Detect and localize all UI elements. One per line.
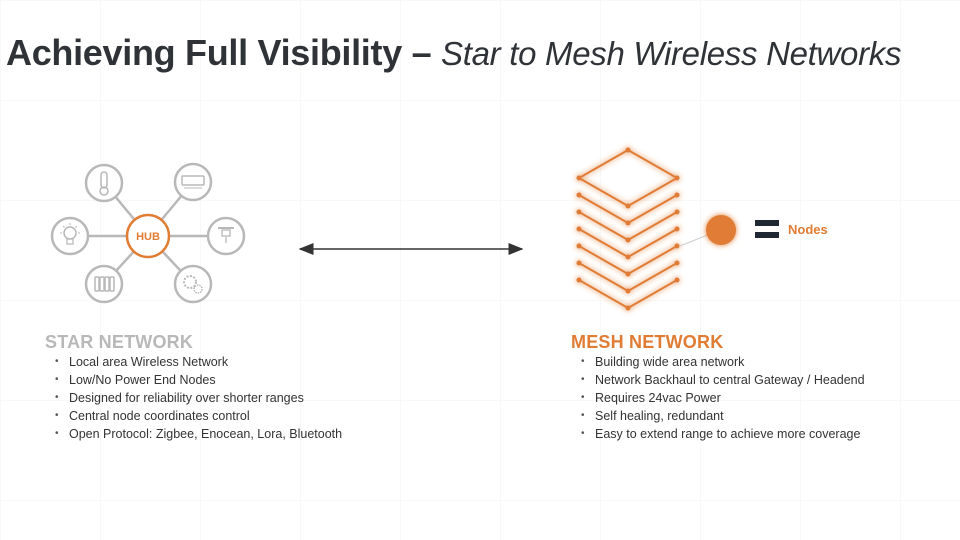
- lightbulb-icon: [50, 216, 90, 256]
- list-item: Local area Wireless Network: [55, 353, 342, 371]
- list-item: Low/No Power End Nodes: [55, 371, 342, 389]
- thermometer-icon: [84, 163, 124, 203]
- node-legend-dot: [706, 215, 736, 245]
- hub-label: HUB: [136, 231, 160, 243]
- radiator-icon: [84, 264, 124, 304]
- list-item: Network Backhaul to central Gateway / He…: [581, 371, 865, 389]
- list-item: Requires 24vac Power: [581, 389, 865, 407]
- slide-title: Achieving Full Visibility – Star to Mesh…: [6, 32, 902, 74]
- list-item: Easy to extend range to achieve more cov…: [581, 425, 865, 443]
- title-main: Achieving Full Visibility –: [6, 32, 432, 73]
- list-item: Open Protocol: Zigbee, Enocean, Lora, Bl…: [55, 425, 342, 443]
- list-item: Designed for reliability over shorter ra…: [55, 389, 342, 407]
- ceiling-light-icon: [206, 216, 246, 256]
- mesh-network-heading: MESH NETWORK: [571, 332, 724, 352]
- list-item: Building wide area network: [581, 353, 865, 371]
- ac-unit-icon: [173, 162, 213, 202]
- legend-pointer-line: [679, 233, 711, 247]
- mesh-network-bullets: Building wide area network Network Backh…: [581, 353, 865, 443]
- hub-node: HUB: [125, 213, 171, 259]
- list-item: Central node coordinates control: [55, 407, 342, 425]
- equals-icon: [755, 220, 779, 238]
- star-network-heading: STAR NETWORK: [45, 332, 194, 352]
- title-subtitle: Star to Mesh Wireless Networks: [441, 35, 902, 72]
- star-network-diagram: HUB: [50, 162, 246, 304]
- gear-icon: [173, 264, 213, 304]
- list-item: Self healing, redundant: [581, 407, 865, 425]
- star-network-bullets: Local area Wireless Network Low/No Power…: [55, 353, 342, 443]
- mesh-network-diagram: [576, 147, 680, 311]
- nodes-legend-label: Nodes: [788, 222, 828, 237]
